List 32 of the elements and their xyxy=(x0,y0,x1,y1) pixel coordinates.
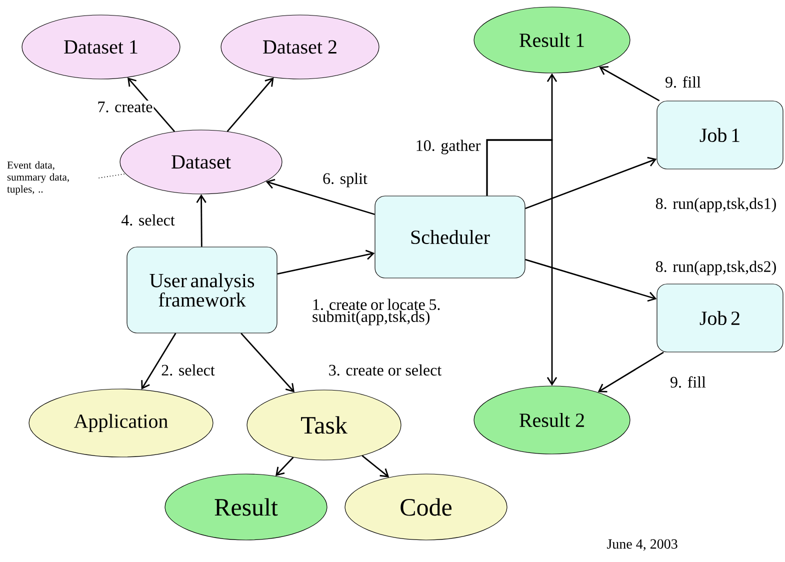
edge-label: 9. fill xyxy=(666,76,701,88)
scheduler-box: Scheduler xyxy=(374,196,526,278)
leader-line xyxy=(98,173,126,178)
edge-label: 6. split xyxy=(323,172,368,188)
arrow xyxy=(486,139,558,386)
edge-label: 8. run(app,tsk,ds1) xyxy=(656,198,776,212)
arrow xyxy=(266,178,375,216)
note-text: Event data, summary data, tuples, .. xyxy=(7,161,69,195)
framework-box: User analysis framework xyxy=(126,246,278,334)
date-note: June 4, 2003 xyxy=(607,539,678,551)
arrow xyxy=(277,250,375,275)
edge-label: 8. run(app,tsk,ds2) xyxy=(656,260,776,276)
arrow xyxy=(598,352,664,392)
arrow xyxy=(141,332,176,390)
arrow xyxy=(276,456,294,476)
arrow xyxy=(226,77,274,132)
edge-label: 1. create or locate 5. submit(app,tsk,ds) xyxy=(312,298,440,326)
edge-label: 10. gather xyxy=(416,140,481,154)
edge-label: 4. select xyxy=(121,214,175,226)
arrow xyxy=(599,66,660,102)
edge-label: 9. fill xyxy=(670,376,706,388)
arrow xyxy=(127,77,175,132)
job-box: Job 2 xyxy=(656,284,784,352)
arrow xyxy=(240,332,295,392)
arrow xyxy=(525,258,657,302)
edge-label: 7. create xyxy=(98,102,152,112)
job-box: Job 1 xyxy=(656,100,784,170)
arrow xyxy=(525,156,657,210)
edge-label: 2. select xyxy=(162,364,215,376)
arrow xyxy=(196,194,206,247)
edge-label: 3. create or select xyxy=(329,364,442,376)
arrow xyxy=(362,455,390,478)
